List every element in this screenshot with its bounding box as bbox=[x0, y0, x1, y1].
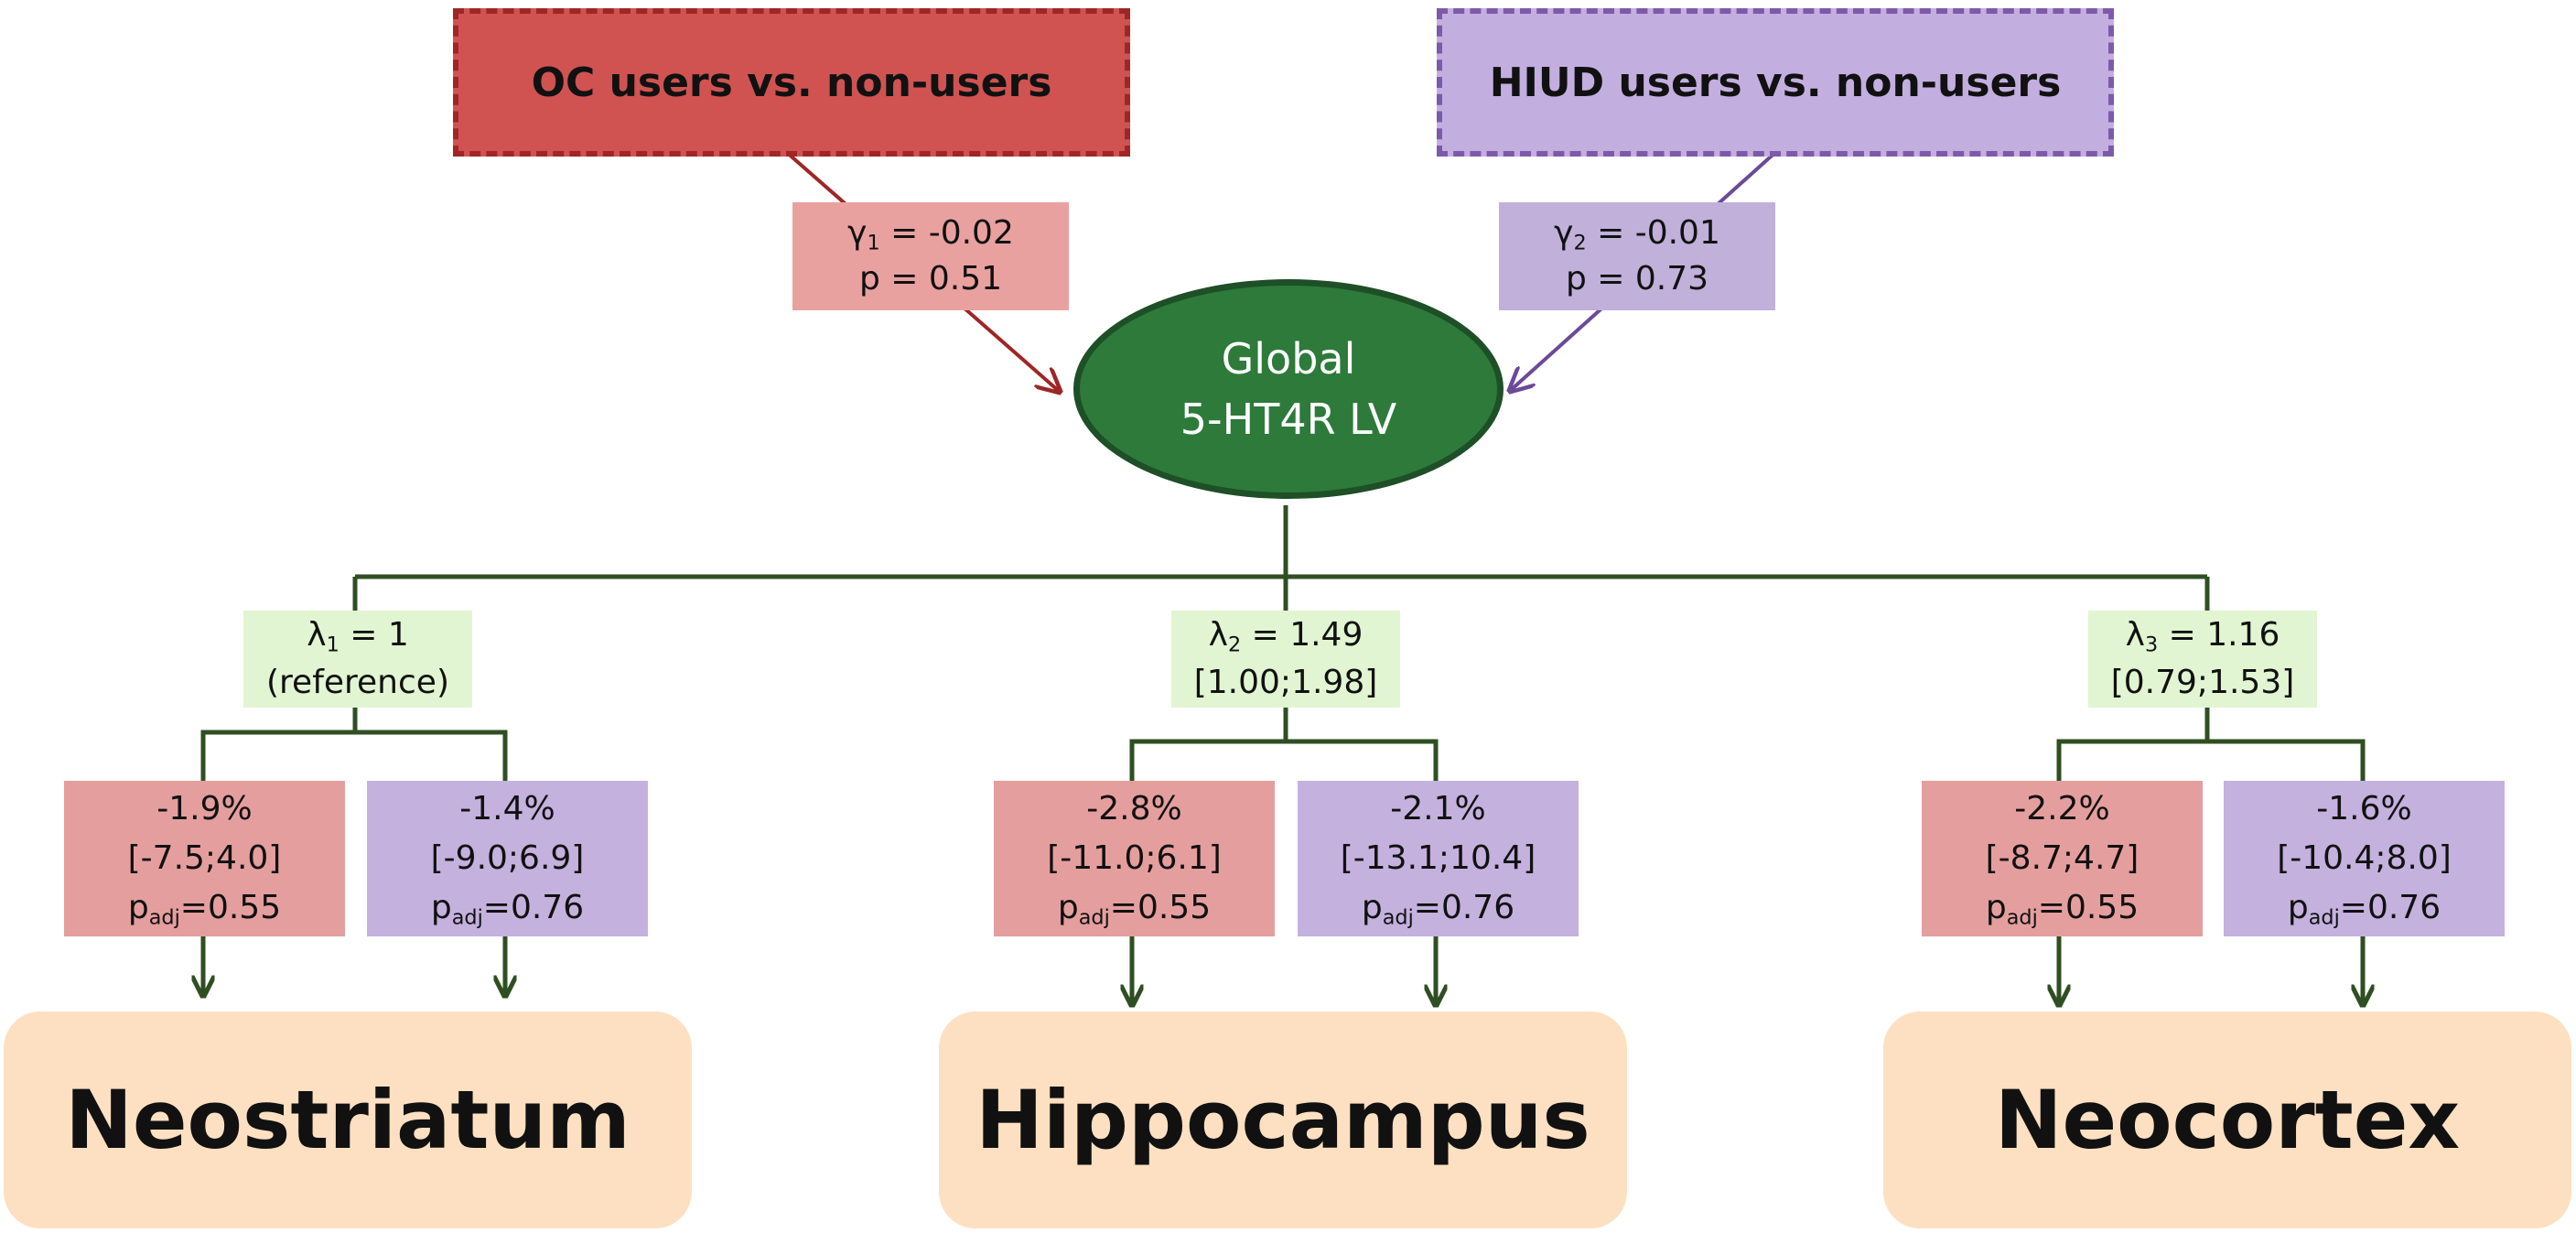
neostriatum-oc-ci: [-7.5;4.0] bbox=[127, 839, 282, 877]
lambda3-loading-box: λ3 = 1.16 [0.79;1.53] bbox=[2088, 611, 2317, 708]
neostriatum-hiud-effect-box: -1.4% [-9.0;6.9] padj=0.76 bbox=[367, 781, 648, 936]
oc-group-box: OC users vs. non-users bbox=[453, 8, 1130, 157]
hippocampus-hiud-padj: padj=0.76 bbox=[1361, 889, 1515, 930]
neostriatum-hiud-padj-value: 0.76 bbox=[510, 889, 585, 926]
neocortex-oc-ci: [-8.7;4.7] bbox=[1985, 839, 2139, 877]
latent-label-line1: Global bbox=[1221, 334, 1356, 384]
neostriatum-oc-padj-value: 0.55 bbox=[207, 889, 282, 926]
neostriatum-hiud-ci: [-9.0;6.9] bbox=[430, 839, 585, 877]
hippocampus-oc-percent: -2.8% bbox=[1086, 790, 1182, 827]
region-hippocampus: Hippocampus bbox=[939, 1011, 1627, 1228]
neocortex-hiud-padj-value: 0.76 bbox=[2366, 889, 2441, 926]
gamma1-value: -0.02 bbox=[928, 214, 1014, 252]
gamma2-p-value: p = 0.73 bbox=[1565, 260, 1709, 297]
lambda1-detail: (reference) bbox=[266, 664, 449, 701]
gamma1-coefficient-box: γ1 = -0.02 p = 0.51 bbox=[792, 202, 1069, 310]
hippocampus-oc-effect-box: -2.8% [-11.0;6.1] padj=0.55 bbox=[994, 781, 1275, 936]
lambda3-value: 1.16 bbox=[2206, 616, 2280, 654]
neocortex-oc-padj-value: 0.55 bbox=[2064, 889, 2139, 926]
region-hippocampus-label: Hippocampus bbox=[975, 1073, 1590, 1167]
neocortex-hiud-effect-box: -1.6% [-10.4;8.0] padj=0.76 bbox=[2224, 781, 2505, 936]
lambda3-loading: λ3 = 1.16 bbox=[2125, 616, 2280, 657]
neostriatum-oc-padj: padj=0.55 bbox=[127, 889, 282, 930]
lambda1-loading: λ1 = 1 bbox=[307, 616, 409, 657]
hippocampus-hiud-effect-box: -2.1% [-13.1;10.4] padj=0.76 bbox=[1298, 781, 1579, 936]
gamma1-p-value: p = 0.51 bbox=[858, 260, 1003, 297]
hippocampus-branch bbox=[1129, 739, 1439, 781]
gamma2-coefficient: γ2 = -0.01 bbox=[1554, 214, 1720, 255]
hippocampus-hiud-padj-value: 0.76 bbox=[1440, 889, 1515, 926]
neostriatum-hiud-percent: -1.4% bbox=[459, 790, 555, 827]
oc-group-label: OC users vs. non-users bbox=[531, 59, 1052, 106]
neocortex-oc-padj: padj=0.55 bbox=[1985, 889, 2139, 930]
hippocampus-oc-padj-value: 0.55 bbox=[1137, 889, 1212, 926]
neostriatum-oc-effect-box: -1.9% [-7.5;4.0] padj=0.55 bbox=[64, 781, 345, 936]
neostriatum-hiud-padj: padj=0.76 bbox=[430, 889, 585, 930]
region-neostriatum: Neostriatum bbox=[4, 1011, 692, 1228]
hippocampus-oc-ci: [-11.0;6.1] bbox=[1047, 839, 1222, 877]
neostriatum-oc-percent: -1.9% bbox=[156, 790, 253, 827]
lambda2-loading: λ2 = 1.49 bbox=[1208, 616, 1363, 657]
hippocampus-hiud-percent: -2.1% bbox=[1390, 790, 1486, 827]
hiud-group-box: HIUD users vs. non-users bbox=[1437, 8, 2114, 157]
region-neocortex: Neocortex bbox=[1883, 1011, 2571, 1228]
gamma2-coefficient-box: γ2 = -0.01 p = 0.73 bbox=[1499, 202, 1775, 310]
neocortex-hiud-percent: -1.6% bbox=[2316, 790, 2412, 827]
lambda1-value: 1 bbox=[387, 616, 409, 654]
hippocampus-hiud-ci: [-13.1;10.4] bbox=[1340, 839, 1536, 877]
lambda3-detail: [0.79;1.53] bbox=[2110, 664, 2295, 701]
neocortex-hiud-padj: padj=0.76 bbox=[2287, 889, 2441, 930]
gamma1-coefficient: γ1 = -0.02 bbox=[847, 214, 1014, 255]
gamma2-value: -0.01 bbox=[1634, 214, 1720, 252]
hippocampus-oc-padj: padj=0.55 bbox=[1057, 889, 1212, 930]
lambda2-value: 1.49 bbox=[1289, 616, 1363, 654]
neocortex-oc-percent: -2.2% bbox=[2014, 790, 2110, 827]
region-neostriatum-label: Neostriatum bbox=[65, 1073, 631, 1167]
latent-label-line2: 5-HT4R LV bbox=[1180, 395, 1397, 444]
latent-variable-node: Global 5-HT4R LV bbox=[1073, 279, 1504, 499]
region-neocortex-label: Neocortex bbox=[1994, 1073, 2461, 1167]
neostriatum-branch bbox=[200, 730, 508, 781]
lambda1-loading-box: λ1 = 1 (reference) bbox=[243, 611, 472, 708]
neocortex-oc-effect-box: -2.2% [-8.7;4.7] padj=0.55 bbox=[1922, 781, 2203, 936]
hiud-group-label: HIUD users vs. non-users bbox=[1489, 59, 2062, 106]
neocortex-hiud-ci: [-10.4;8.0] bbox=[2277, 839, 2452, 877]
neocortex-branch bbox=[2056, 739, 2366, 781]
lambda2-detail: [1.00;1.98] bbox=[1193, 664, 1378, 701]
lambda2-loading-box: λ2 = 1.49 [1.00;1.98] bbox=[1171, 611, 1400, 708]
